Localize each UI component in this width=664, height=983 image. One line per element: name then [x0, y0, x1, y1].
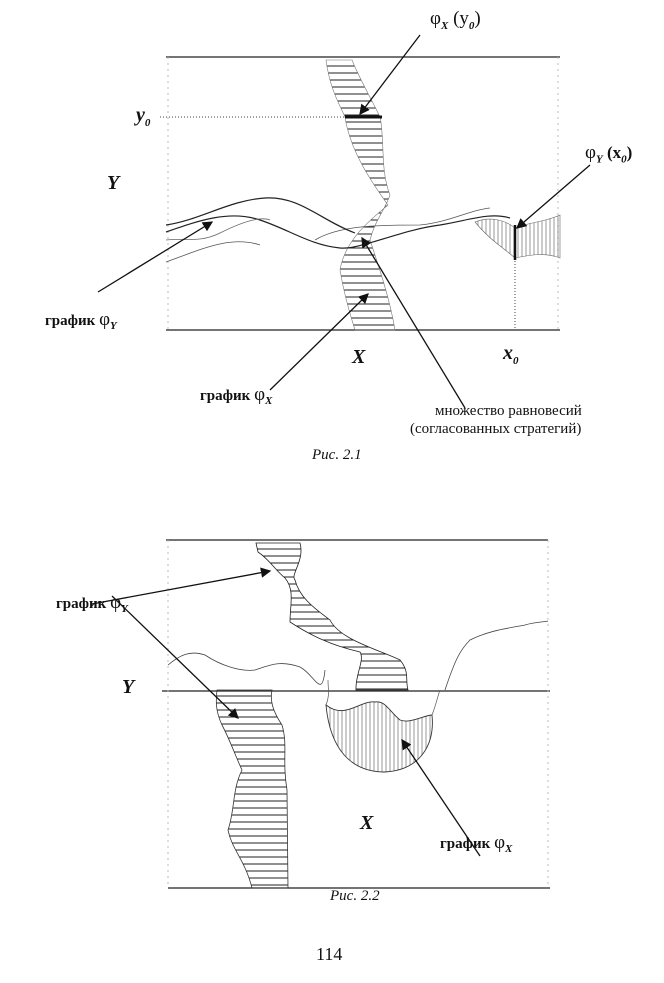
axis-label-x: X	[352, 346, 366, 368]
label-phi-x-of-y0: φX (y0)	[430, 8, 481, 32]
label-equilibria-set: множество равновесий	[435, 403, 582, 419]
label-equilibria-note: (согласованных стратегий)	[410, 421, 582, 437]
axis-label-y: Y	[107, 172, 120, 194]
figure-2-1	[97, 34, 591, 409]
caption-figure-2-1: Рис. 2.1	[312, 447, 362, 463]
label-x0: x0	[503, 342, 519, 367]
page-number: 114	[316, 944, 343, 964]
label-graph-phi-x: график φX	[200, 384, 273, 407]
label-graph-phi-x-2: график φX	[440, 832, 513, 855]
label-phi-y-of-x0: φY (x0)	[585, 142, 633, 166]
figure-2-2	[91, 539, 550, 889]
label-graph-phi-y-2: график φY	[56, 592, 128, 615]
caption-figure-2-2: Рис. 2.2	[330, 888, 380, 904]
label-y0: y0	[136, 104, 151, 129]
axis-label-y-2: Y	[122, 676, 135, 698]
axis-label-x-2: X	[360, 812, 374, 834]
label-graph-phi-y: график φY	[45, 309, 117, 332]
